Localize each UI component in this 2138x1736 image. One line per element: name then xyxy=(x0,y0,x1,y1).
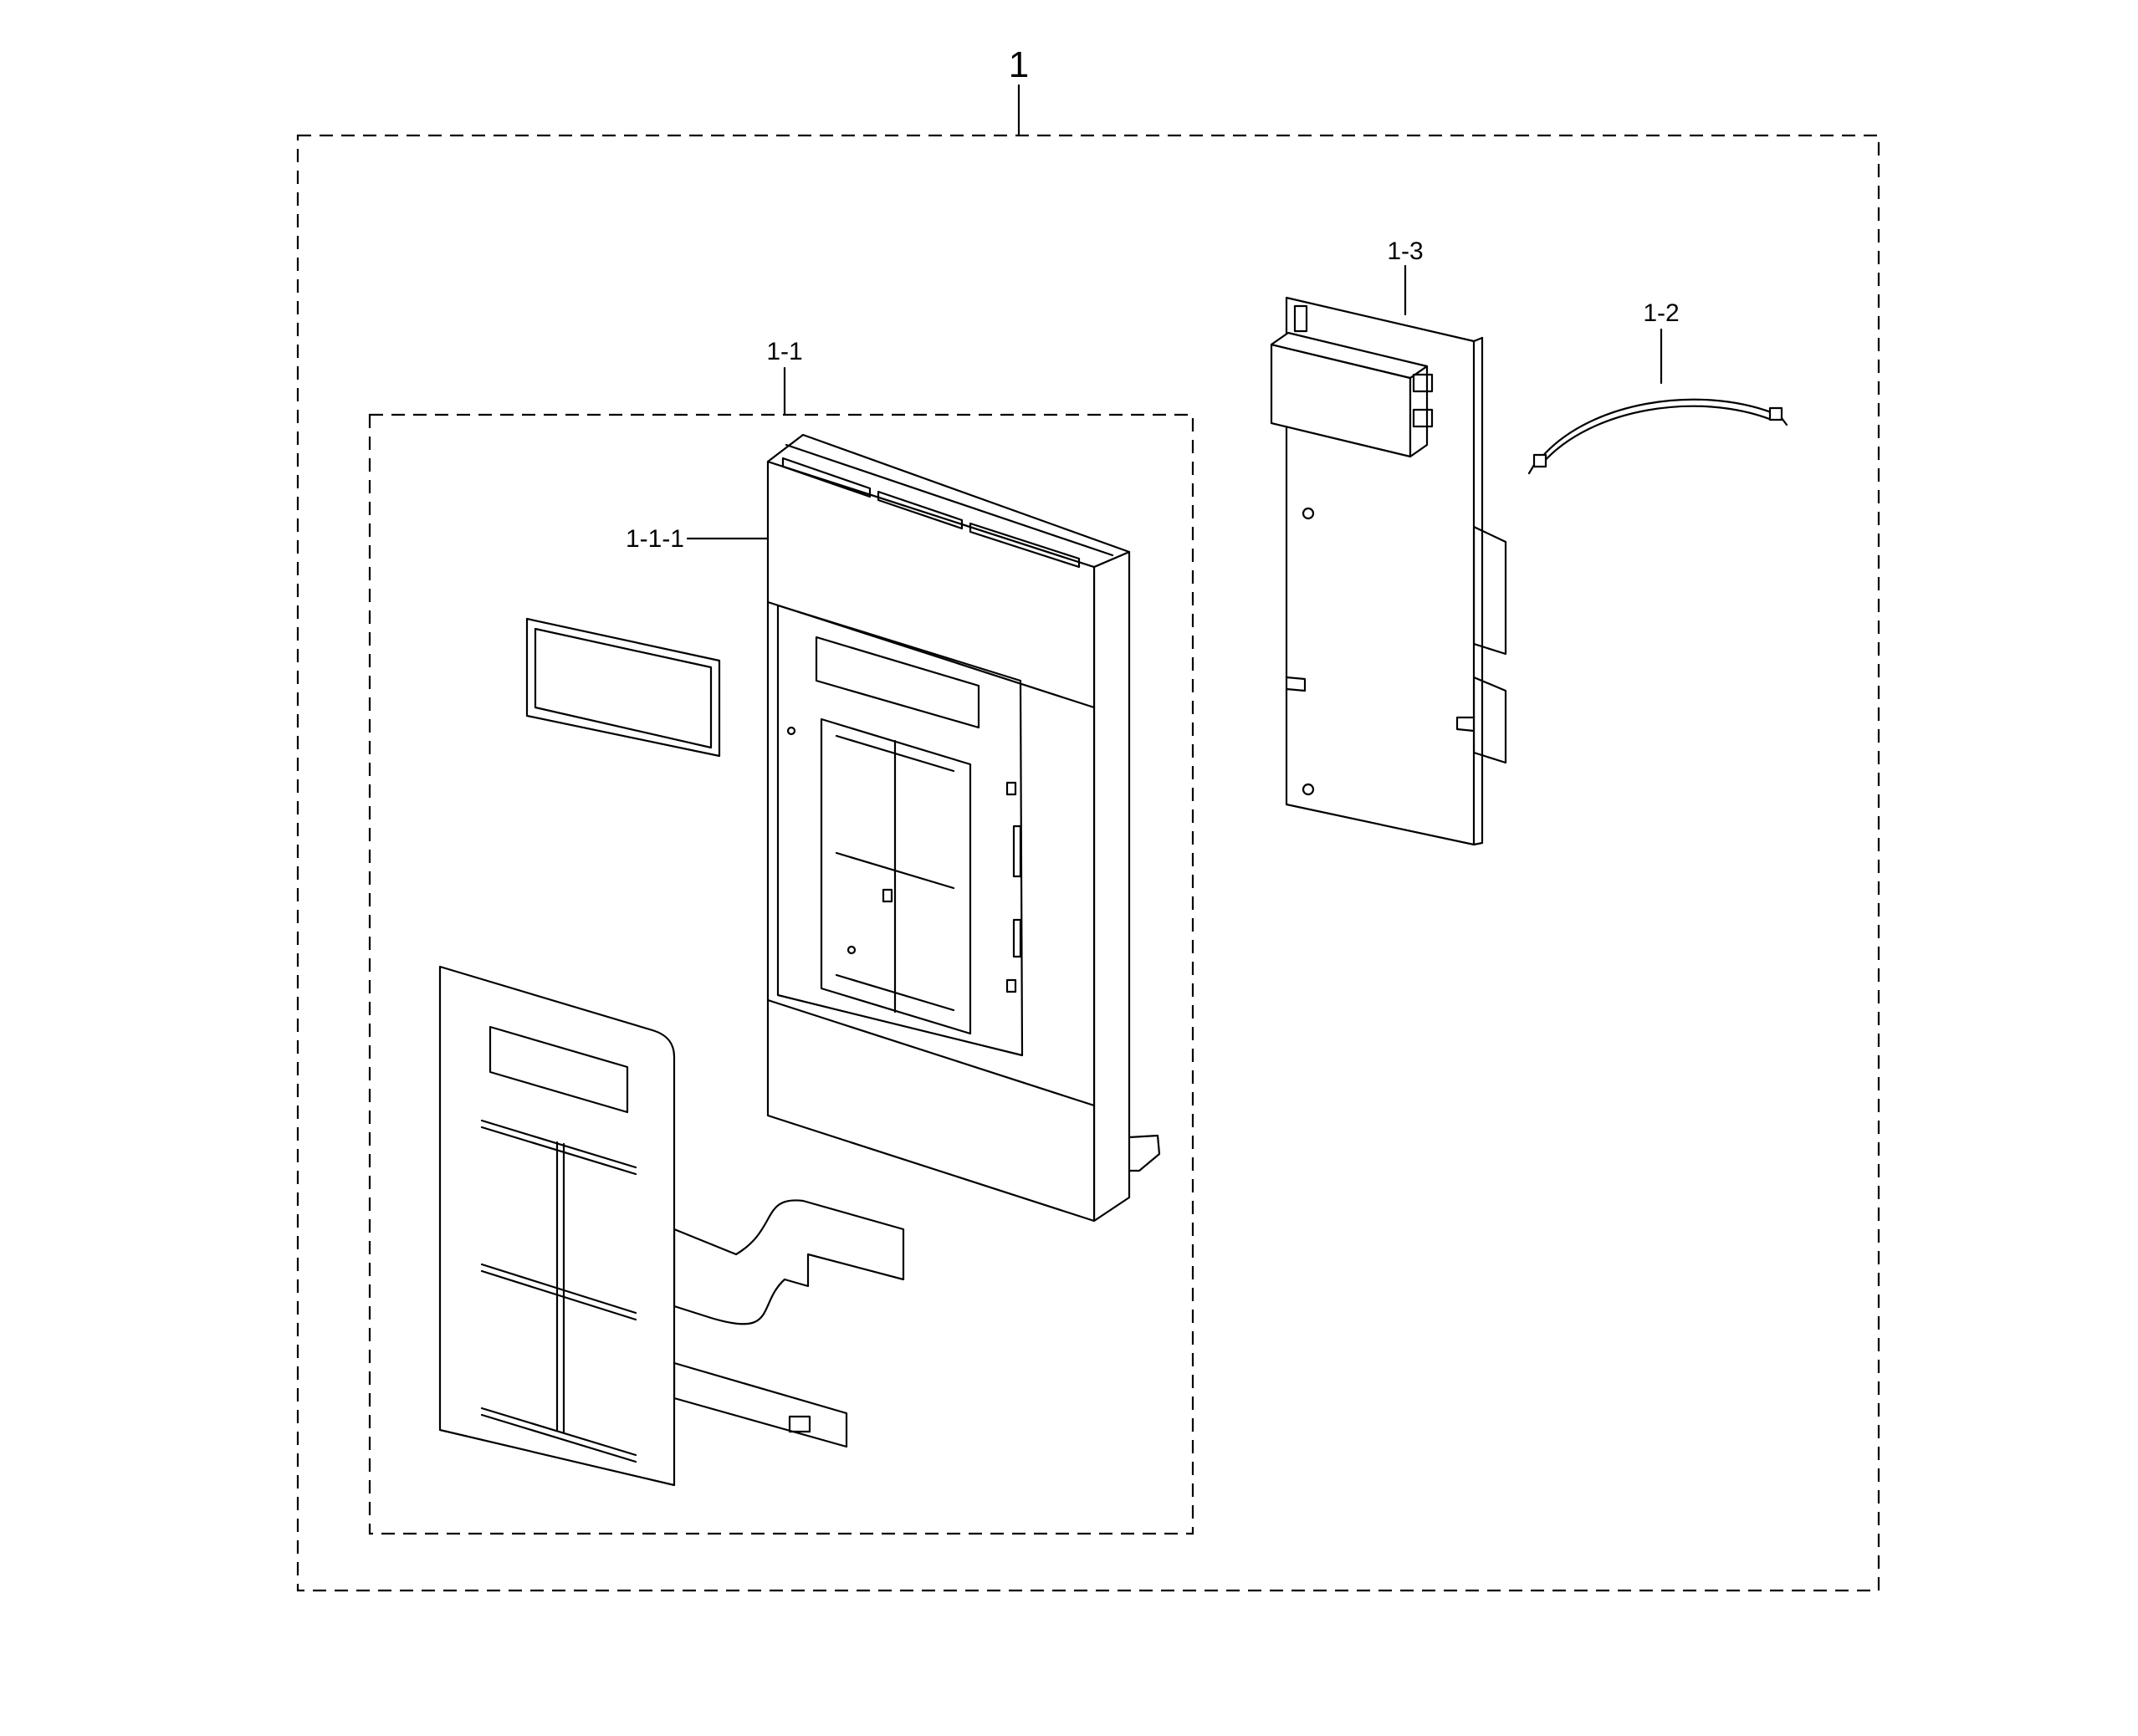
display-window xyxy=(525,617,721,758)
assembly-1-group: 1 xyxy=(296,44,1880,1592)
label-part-1-1-1: 1-1-1 xyxy=(626,525,684,553)
membrane-keypad xyxy=(438,965,905,1487)
wire-harness: 1-2 xyxy=(1527,299,1788,475)
label-part-1-2: 1-2 xyxy=(1643,299,1679,327)
control-panel-housing: 1-1-1 xyxy=(626,433,1161,1223)
label-part-1-1: 1-1 xyxy=(766,338,802,365)
pcb-board: 1-3 xyxy=(1270,237,1507,846)
assembly-1-boundary xyxy=(296,134,1880,1592)
label-part-1-3: 1-3 xyxy=(1387,237,1423,265)
label-assembly-1: 1 xyxy=(1009,44,1029,85)
assembly-1-1-boundary xyxy=(368,413,1194,1535)
assembly-1-1-group: 1-1 xyxy=(368,338,1194,1535)
